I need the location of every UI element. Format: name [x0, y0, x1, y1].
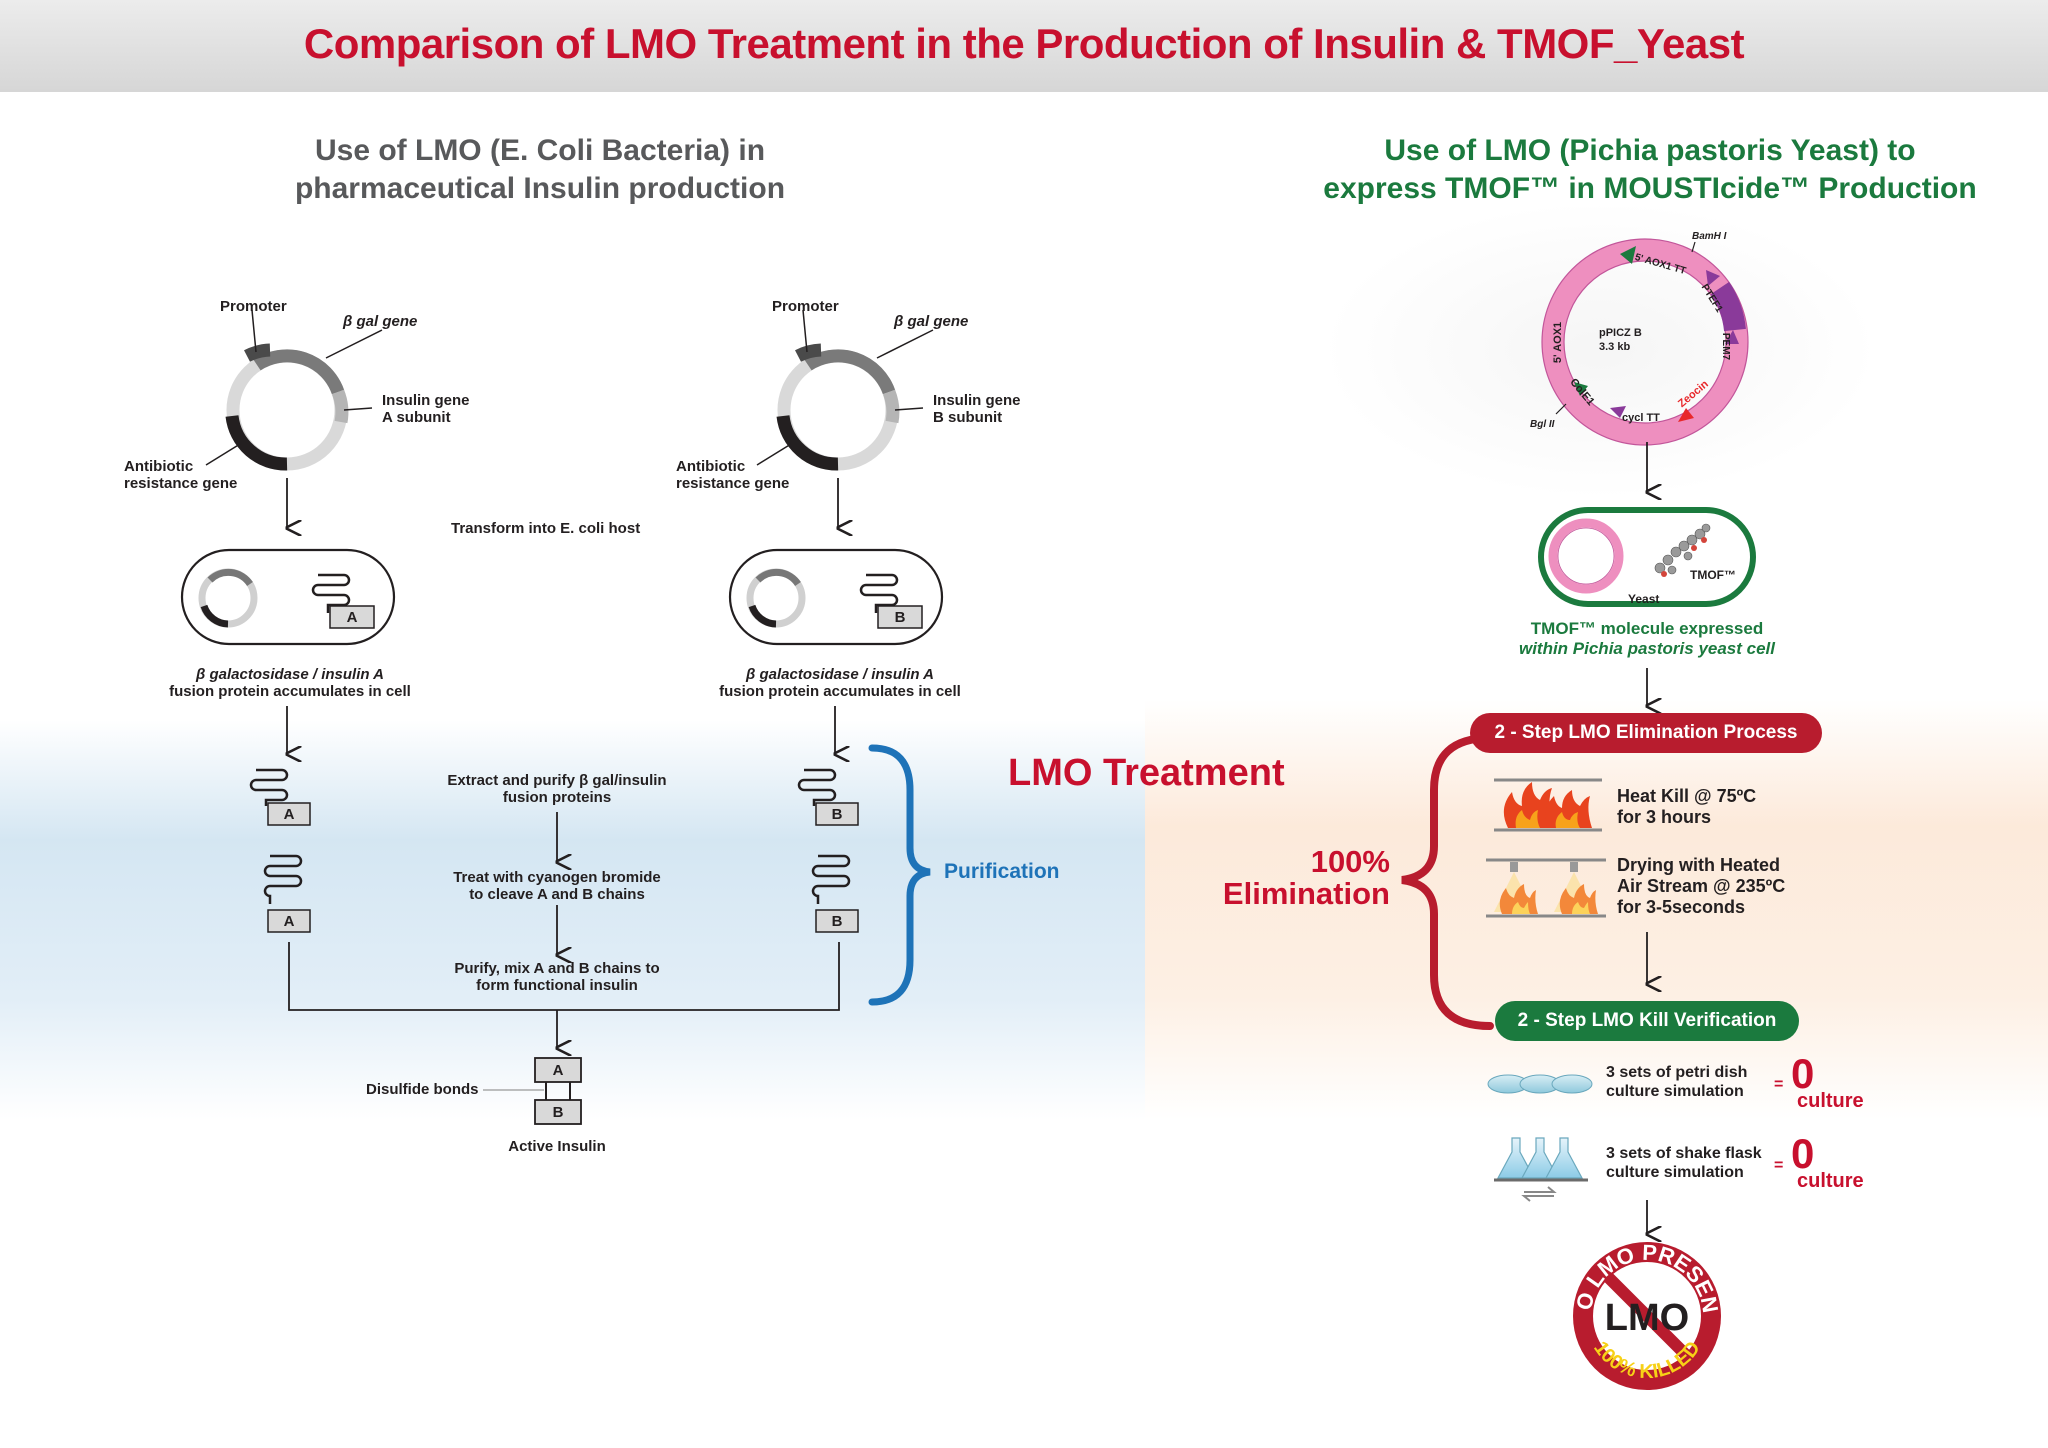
fusion-b-label: B — [831, 806, 843, 823]
left-heading: Use of LMO (E. Coli Bacteria) in pharmac… — [294, 134, 786, 205]
chain-a-label: A — [283, 913, 295, 930]
fusion-protein-b — [797, 768, 859, 826]
disulfide-label: Disulfide bonds — [366, 1081, 479, 1098]
plasmid-a-promoter-label: Promoter — [220, 298, 287, 315]
yeast-label: Yeast — [1628, 592, 1660, 606]
chain-a — [263, 854, 311, 933]
no-lmo-badge — [1573, 1242, 1721, 1390]
elimination-percent: 100%Elimination — [1222, 844, 1390, 911]
cell-a-chain-label: A — [346, 609, 358, 626]
ppiczb-plasmid — [1541, 238, 1749, 446]
badge-center-text: LMO — [1605, 1297, 1689, 1339]
active-insulin-b-label: B — [552, 1104, 564, 1121]
right-heading: Use of LMO (Pichia pastoris Yeast) to ex… — [1323, 134, 1977, 205]
active-insulin-a-label: A — [552, 1062, 564, 1079]
bamhi-label: BamH I — [1692, 231, 1727, 242]
tmof-molecule-label: TMOF™ — [1690, 568, 1736, 582]
active-insulin-molecule — [483, 1057, 582, 1125]
shake-flask-icon — [1494, 1137, 1588, 1202]
drying-icon — [1486, 858, 1606, 918]
host-cell-a — [180, 548, 396, 646]
elimination-brace — [1401, 734, 1494, 1030]
purification-brace — [868, 744, 931, 1006]
plasmid-b — [756, 309, 934, 471]
active-insulin-label: Active Insulin — [508, 1138, 606, 1155]
lmo-treatment-label: LMO Treatment — [1008, 752, 1285, 794]
title-banner — [0, 0, 2048, 92]
page-title: Comparison of LMO Treatment in the Produ… — [303, 20, 1745, 67]
chain-b — [811, 854, 859, 933]
flask-culture: culture — [1797, 1170, 1864, 1192]
chain-b-label: B — [831, 913, 843, 930]
transform-label: Transform into E. coli host — [451, 520, 641, 537]
petri-zero: 0 — [1791, 1050, 1815, 1097]
cycltt-label: cycl TT — [1622, 412, 1660, 424]
plasmid-b-gene-label: β gal gene — [894, 313, 969, 330]
flask-equals: = — [1774, 1157, 1784, 1174]
cell-b-chain-label: B — [894, 609, 906, 626]
petri-culture: culture — [1797, 1090, 1864, 1112]
badge-top-text: NO LMO PRESENT — [0, 0, 1723, 1315]
plasmid-a-gene-label: β gal gene — [343, 313, 418, 330]
fusion-protein-a — [249, 768, 311, 826]
purification-label: Purification — [944, 860, 1060, 883]
kill-verification-pill: 2 - Step LMO Kill Verification — [1495, 1001, 1799, 1041]
flask-zero: 0 — [1791, 1130, 1815, 1177]
yeast-cell — [1538, 507, 1756, 607]
petri-equals: = — [1774, 1076, 1784, 1093]
fire-icon — [1494, 778, 1602, 832]
bglii-label: Bgl II — [1530, 419, 1555, 430]
host-cell-b — [728, 548, 944, 646]
join-line — [288, 942, 840, 1011]
badge-bottom-text: 100% KILLED — [1589, 1337, 1705, 1383]
elimination-process-pill: 2 - Step LMO Elimination Process — [1470, 713, 1822, 753]
plasmid-b-promoter-label: Promoter — [772, 298, 839, 315]
plasmid-a — [205, 309, 383, 471]
purification-background — [0, 720, 1145, 1120]
petri-dish-icon — [1487, 1074, 1593, 1094]
fusion-a-label: A — [283, 806, 295, 823]
